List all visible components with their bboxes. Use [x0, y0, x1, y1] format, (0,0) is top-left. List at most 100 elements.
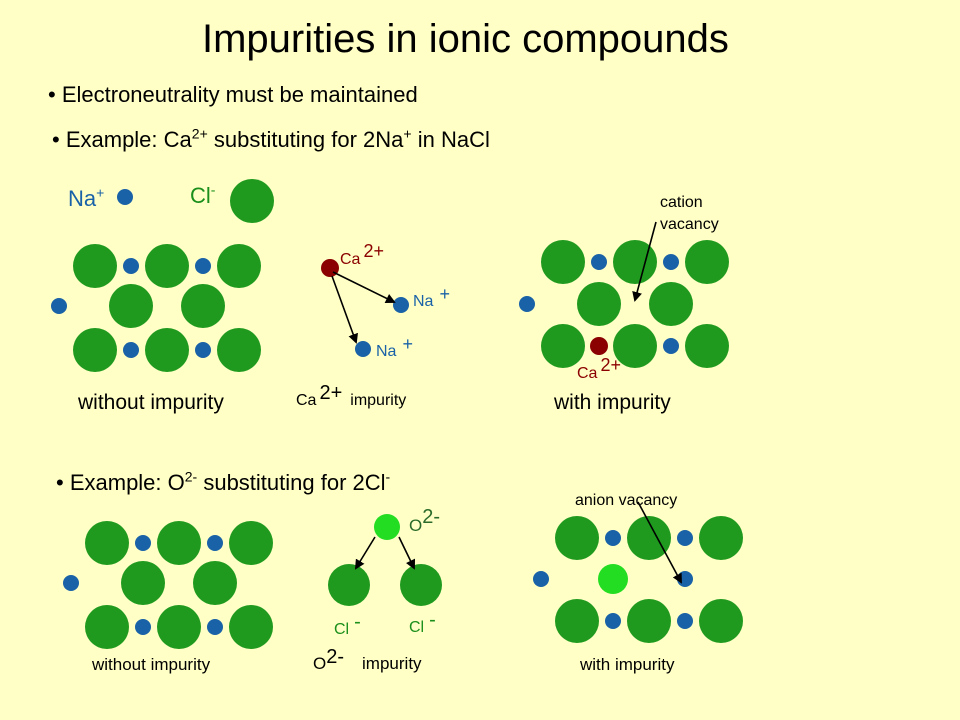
chloride-ion	[85, 521, 129, 565]
chloride-ion	[699, 599, 743, 643]
chloride-ion	[649, 282, 693, 326]
caption-o-symbol: O	[313, 654, 327, 673]
na-ion-label-lower: Na+	[376, 334, 413, 361]
sodium-ion	[355, 341, 371, 357]
chloride-ion	[577, 282, 621, 326]
bullet-text-post: in NaCl	[411, 127, 490, 152]
chloride-ion	[541, 240, 585, 284]
sodium-ion	[393, 297, 409, 313]
top-without-impurity-caption: without impurity	[78, 391, 224, 414]
sodium-ion	[207, 535, 223, 551]
anion-vacancy-label: anion vacancy	[575, 492, 678, 509]
oxide-ion	[598, 564, 628, 594]
legend-cl-symbol: Cl	[190, 183, 211, 208]
sodium-ion	[533, 571, 549, 587]
cl-charge: -	[429, 609, 436, 631]
sodium-ion	[519, 296, 535, 312]
slide-title: Impurities in ionic compounds	[202, 17, 729, 61]
bullet-marker: •	[56, 470, 64, 495]
cl-symbol: Cl	[334, 621, 350, 638]
bottom-with-impurity-caption: with impurity	[580, 655, 675, 674]
cation-vacancy-line1: cation	[660, 194, 703, 211]
chloride-ion	[229, 521, 273, 565]
bullet-text-mid: substituting for 2Cl	[197, 470, 386, 495]
bullet-text-pre: Example: Ca	[65, 127, 192, 152]
substitution-arrow	[354, 536, 376, 570]
legend-cl-charge: -	[210, 181, 216, 198]
sodium-ion	[663, 338, 679, 354]
cl-symbol: Cl	[409, 619, 425, 636]
ca-symbol: Ca	[577, 365, 598, 382]
sodium-ion	[123, 342, 139, 358]
o-charge-sup: 2-	[184, 468, 198, 485]
bullet-marker: •	[52, 127, 60, 152]
ion-layer	[51, 179, 743, 649]
chloride-ion	[685, 240, 729, 284]
bottom-without-impurity-caption: without impurity	[92, 655, 211, 674]
legend-na-symbol: Na	[68, 186, 97, 211]
chloride-ion	[685, 324, 729, 368]
na-charge: +	[439, 284, 450, 304]
bullet-text-mid: substituting for 2Na	[207, 127, 404, 152]
cl-charge: -	[354, 611, 361, 633]
legend-chloride-ion	[230, 179, 274, 223]
substitution-arrow	[332, 271, 396, 303]
chloride-ion	[541, 324, 585, 368]
legend-na-charge: +	[96, 184, 105, 201]
sodium-ion	[677, 613, 693, 629]
cl-ion-label-right: Cl-	[409, 609, 436, 638]
sodium-ion	[207, 619, 223, 635]
chloride-ion	[627, 516, 671, 560]
chloride-ion	[217, 244, 261, 288]
chloride-ion	[217, 328, 261, 372]
bullet-text-pre: Example: O	[69, 470, 185, 495]
legend-na-label: Na+	[68, 186, 104, 212]
arrow-layer	[331, 221, 682, 584]
chloride-ion	[157, 605, 201, 649]
bullet-text: Electroneutrality must be maintained	[61, 82, 418, 107]
sodium-ion	[195, 342, 211, 358]
chloride-ion	[400, 564, 442, 606]
caption-impurity-word: impurity	[350, 392, 407, 409]
sodium-ion	[677, 530, 693, 546]
chloride-ion	[73, 328, 117, 372]
chloride-ion	[193, 561, 237, 605]
sodium-ion	[663, 254, 679, 270]
legend-cl-label: Cl-	[190, 183, 215, 209]
chloride-ion	[613, 240, 657, 284]
substitution-arrow	[331, 275, 358, 344]
anion-vacancy-arrow	[637, 501, 682, 584]
chloride-ion	[555, 516, 599, 560]
na-symbol: Na	[376, 343, 397, 360]
chloride-ion	[699, 516, 743, 560]
sodium-ion	[605, 530, 621, 546]
cation-vacancy-arrow	[632, 221, 657, 302]
sodium-ion	[605, 613, 621, 629]
sodium-ion	[135, 619, 151, 635]
ca-charge: 2+	[363, 241, 384, 261]
sodium-ion	[51, 298, 67, 314]
ca-symbol: Ca	[340, 251, 361, 268]
caption-ca-charge: 2+	[319, 382, 343, 404]
chloride-ion	[613, 324, 657, 368]
bottom-impurity-caption: O2-impurity	[313, 646, 422, 675]
chloride-ion	[181, 284, 225, 328]
ca-charge: 2+	[600, 355, 621, 375]
na-charge-sup: +	[403, 125, 412, 142]
sodium-ion	[63, 575, 79, 591]
chloride-ion	[145, 244, 189, 288]
chloride-ion	[229, 605, 273, 649]
chloride-ion	[627, 599, 671, 643]
na-ion-label-upper: Na+	[413, 284, 450, 311]
sodium-ion	[135, 535, 151, 551]
chloride-ion	[73, 244, 117, 288]
bullet-o-example: • Example: O2- substituting for 2Cl-	[56, 470, 390, 496]
chloride-ion	[121, 561, 165, 605]
legend-sodium-ion	[117, 189, 133, 205]
sodium-ion	[591, 254, 607, 270]
